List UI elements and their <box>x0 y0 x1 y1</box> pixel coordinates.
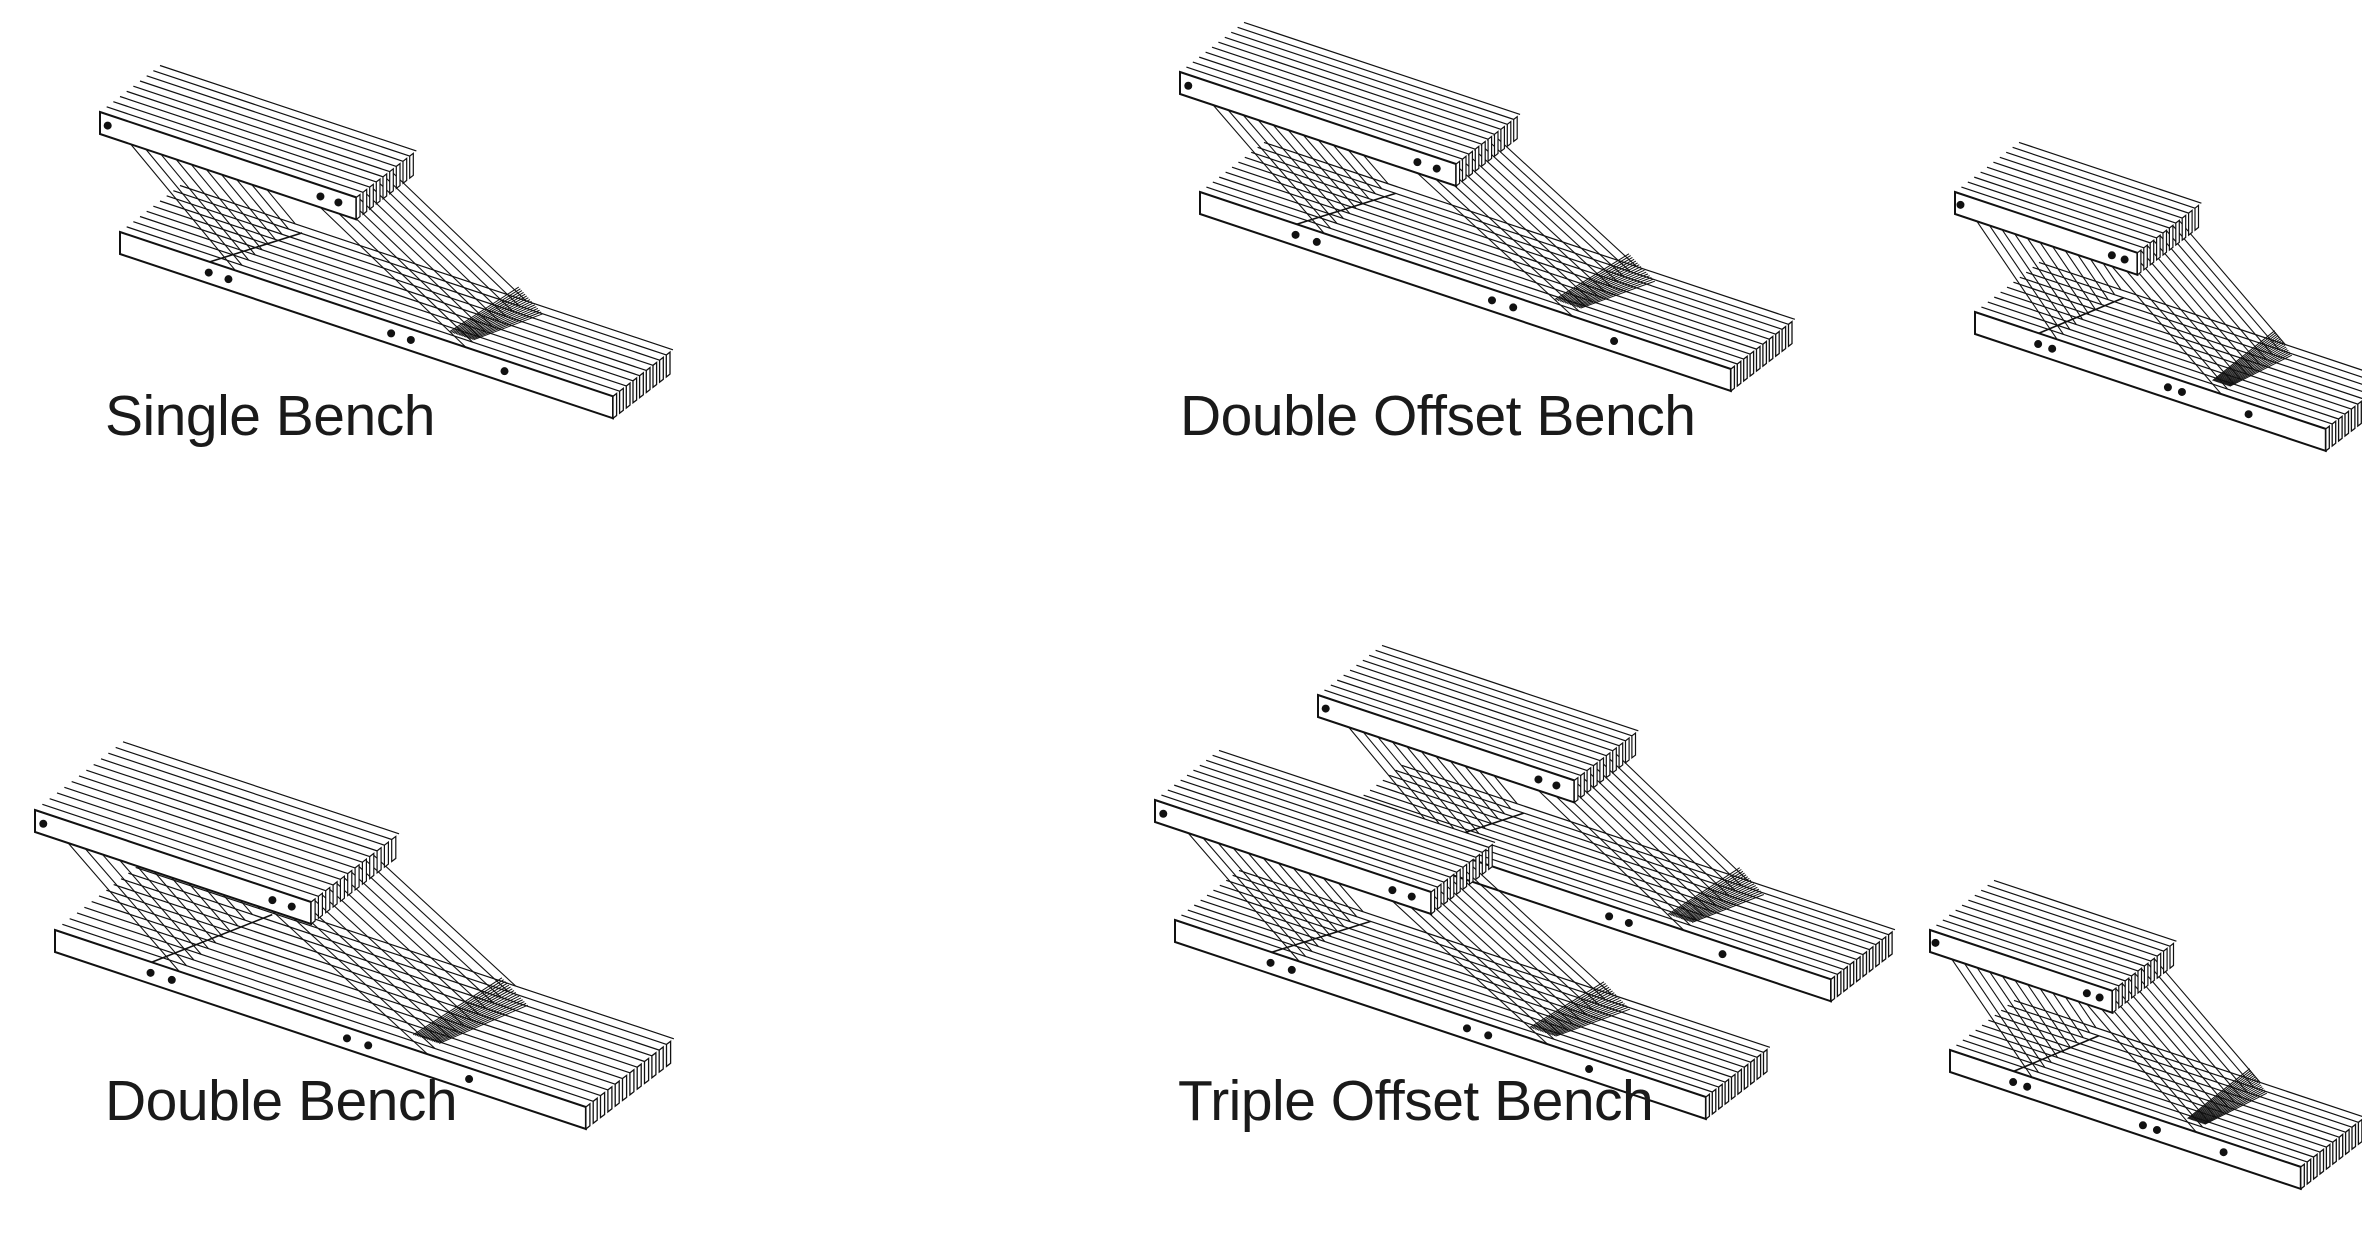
double-offset-bench-drawing <box>1179 21 2362 453</box>
caption-single-bench: Single Bench <box>105 384 435 448</box>
caption-double-offset-bench: Double Offset Bench <box>1180 384 1696 448</box>
triple-offset-bench-drawing <box>1154 644 2362 1191</box>
caption-triple-offset-bench: Triple Offset Bench <box>1178 1069 1654 1133</box>
caption-double-bench: Double Bench <box>105 1069 458 1133</box>
single-bench-drawing <box>99 64 674 420</box>
double-bench-drawing <box>34 741 675 1131</box>
